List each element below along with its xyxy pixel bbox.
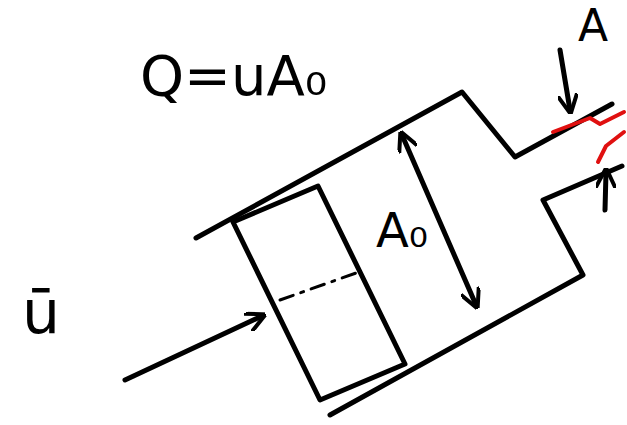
area-label: A₀ <box>376 206 428 254</box>
flow-formula: Q=uA₀ <box>140 48 327 104</box>
jet-edge <box>598 132 624 162</box>
outlet-area-arrow <box>560 50 570 110</box>
jet-edge <box>553 112 624 132</box>
area-label: A <box>578 4 608 48</box>
velocity-arrow <box>125 316 262 380</box>
outlet-area-arrow <box>605 172 606 210</box>
piston-centerline <box>280 273 356 300</box>
velocity-label: ū <box>22 282 60 342</box>
